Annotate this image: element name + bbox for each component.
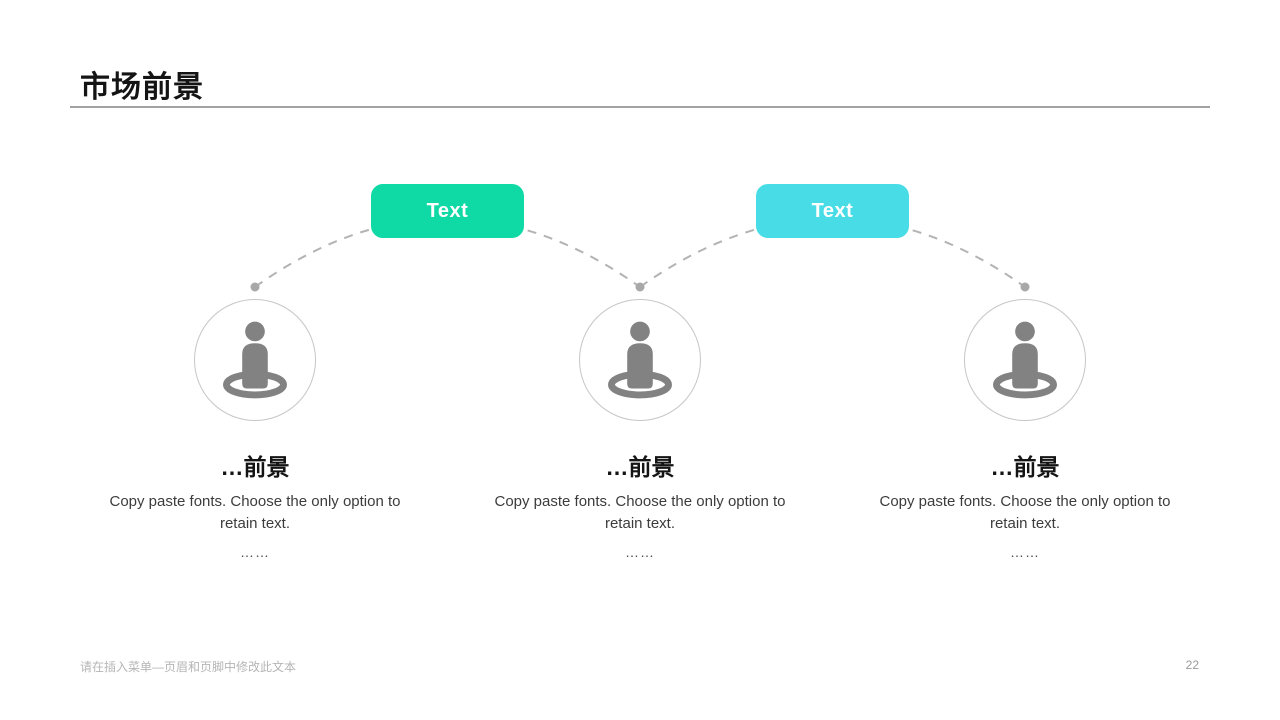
text-button-2[interactable]: Text [756,184,909,238]
item-ellipsis: …… [625,544,655,560]
item-ellipsis: …… [1010,544,1040,560]
footer-note: 请在插入菜单—页眉和页脚中修改此文本 [80,660,297,674]
person-pin-icon [964,299,1086,421]
text-button-1[interactable]: Text [371,184,524,238]
item-column-3: …前景 Copy paste fonts. Choose the only op… [855,299,1195,560]
page-number: 22 [1185,658,1199,672]
item-heading: …前景 [990,454,1060,480]
person-pin-icon [194,299,316,421]
title-underline [70,106,1210,108]
item-ellipsis: …… [240,544,270,560]
item-body: Copy paste fonts. Choose the only option… [109,493,401,532]
item-heading: …前景 [220,454,290,480]
item-heading: …前景 [605,454,675,480]
person-pin-icon [579,299,701,421]
item-body: Copy paste fonts. Choose the only option… [879,493,1171,532]
item-column-1: …前景 Copy paste fonts. Choose the only op… [85,299,425,560]
item-column-2: …前景 Copy paste fonts. Choose the only op… [470,299,810,560]
item-body: Copy paste fonts. Choose the only option… [494,493,786,532]
page-title: 市场前景 [80,71,204,104]
